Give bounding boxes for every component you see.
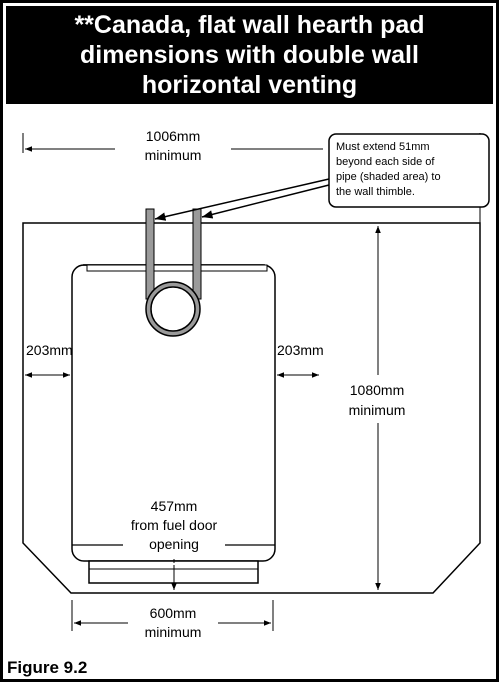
stove-outline (71, 264, 276, 584)
callout-line-1: Must extend 51mm (336, 141, 430, 153)
front-clearance-note-2: opening (149, 536, 199, 552)
front-clearance-label: 457mm (151, 498, 198, 514)
front-clearance-note-1: from fuel door (131, 517, 218, 533)
right-clearance-label: 203mm (277, 342, 324, 358)
callout-line-2: beyond each side of (336, 156, 435, 168)
hearth-diagram: 1006mm minimum Must extend 51mm beyond e… (22, 128, 490, 640)
callout-box (328, 133, 490, 208)
callout-arrow-left-pipe (154, 178, 330, 221)
top-width-label: 1006mm (146, 128, 200, 144)
left-clearance-label: 203mm (26, 342, 73, 358)
bottom-width-label: 600mm (150, 605, 197, 621)
callout-line-3: pipe (shaded area) to (336, 171, 441, 183)
figure-label: Figure 9.2 (7, 658, 88, 677)
callout-line-4: the wall thimble. (336, 186, 415, 198)
height-note: minimum (349, 402, 406, 418)
top-width-note: minimum (145, 147, 202, 163)
height-label: 1080mm (350, 382, 404, 398)
callout-arrow-right-pipe (201, 184, 330, 219)
figure-title: **Canada, flat wall hearth pad dimension… (6, 6, 493, 104)
bottom-width-note: minimum (145, 624, 202, 640)
